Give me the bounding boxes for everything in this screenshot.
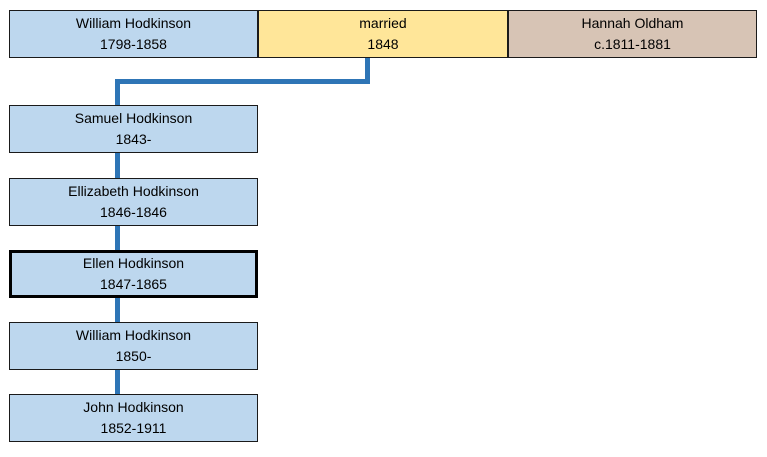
- person-box-father[interactable]: William Hodkinson 1798-1858: [9, 10, 258, 58]
- person-name: William Hodkinson: [75, 327, 192, 343]
- connector-sibling-link-1: [115, 153, 120, 178]
- person-box-child-william[interactable]: William Hodkinson 1850-: [9, 322, 258, 370]
- person-name: John Hodkinson: [83, 399, 184, 415]
- person-box-mother[interactable]: Hannah Oldham c.1811-1881: [508, 10, 757, 58]
- person-dates: 1847-1865: [100, 276, 167, 292]
- person-name: Samuel Hodkinson: [74, 110, 193, 126]
- marriage-box[interactable]: married 1848: [258, 10, 508, 58]
- person-box-child-john[interactable]: John Hodkinson 1852-1911: [9, 394, 258, 442]
- person-dates: 1843-: [115, 131, 152, 147]
- person-box-child-samuel[interactable]: Samuel Hodkinson 1843-: [9, 105, 258, 153]
- person-dates: c.1811-1881: [594, 36, 671, 52]
- person-dates: 1852-1911: [100, 420, 167, 436]
- person-box-child-ellizabeth[interactable]: Ellizabeth Hodkinson 1846-1846: [9, 178, 258, 226]
- person-dates: 1850-: [115, 348, 152, 364]
- connector-horizontal-line: [115, 79, 370, 84]
- person-name: Hannah Oldham: [581, 15, 684, 31]
- person-name: Ellen Hodkinson: [82, 255, 185, 271]
- marriage-label: married: [359, 15, 407, 31]
- person-name: William Hodkinson: [75, 15, 192, 31]
- connector-sibling-link-4: [115, 370, 120, 394]
- connector-sibling-link-2: [115, 226, 120, 250]
- person-dates: 1846-1846: [100, 204, 167, 220]
- connector-descent-line: [115, 79, 120, 105]
- connector-sibling-link-3: [115, 298, 120, 322]
- marriage-year: 1848: [367, 36, 399, 52]
- connector-marriage-drop-line: [365, 58, 370, 84]
- person-box-child-ellen-selected[interactable]: Ellen Hodkinson 1847-1865: [9, 250, 258, 298]
- person-name: Ellizabeth Hodkinson: [68, 183, 199, 199]
- person-dates: 1798-1858: [100, 36, 167, 52]
